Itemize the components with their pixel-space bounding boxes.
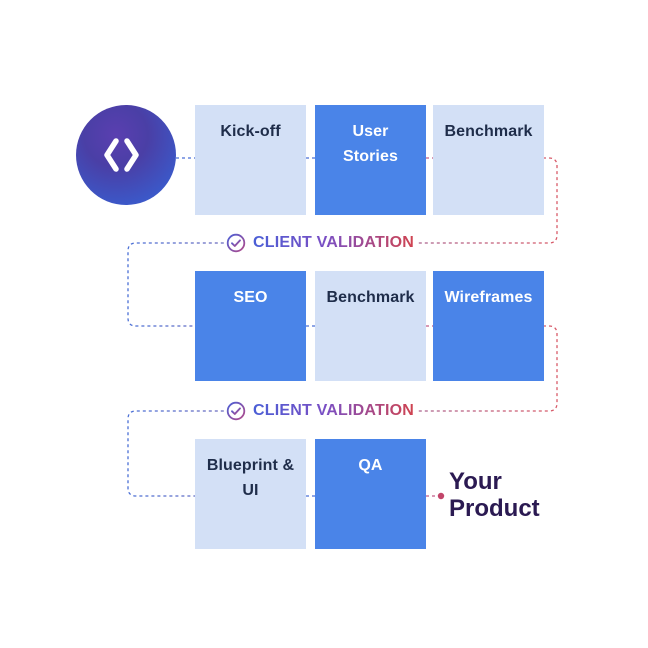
step-blueprint-ui: Blueprint & UI xyxy=(195,439,306,549)
client-validation-badge: CLIENT VALIDATION xyxy=(224,231,417,255)
connector-end-dot xyxy=(437,492,445,500)
step-benchmark: Benchmark xyxy=(433,105,544,215)
step-qa: QA xyxy=(315,439,426,549)
step-label: Kick-off xyxy=(220,123,281,140)
brand-logo xyxy=(76,105,176,205)
step-label: SEO xyxy=(233,289,268,306)
step-wireframes: Wireframes xyxy=(433,271,544,381)
client-validation-label: CLIENT VALIDATION xyxy=(253,402,415,419)
step-label: QA xyxy=(358,457,383,474)
step-label: Benchmark xyxy=(326,289,415,306)
step-benchmark: Benchmark xyxy=(315,271,426,381)
chevrons-logo-icon xyxy=(104,138,139,172)
step-user-stories: User Stories xyxy=(315,105,426,215)
step-label: Benchmark xyxy=(444,123,533,140)
step-label: User Stories xyxy=(343,123,398,165)
client-validation-label: CLIENT VALIDATION xyxy=(253,234,415,251)
client-validation-badge: CLIENT VALIDATION xyxy=(224,399,417,423)
step-label: Wireframes xyxy=(444,289,533,306)
step-seo: SEO xyxy=(195,271,306,381)
check-circle-icon xyxy=(226,233,246,253)
step-label: Blueprint & UI xyxy=(206,457,295,499)
your-product-label: Your Product xyxy=(449,468,540,522)
step-kickoff: Kick-off xyxy=(195,105,306,215)
check-circle-icon xyxy=(226,401,246,421)
